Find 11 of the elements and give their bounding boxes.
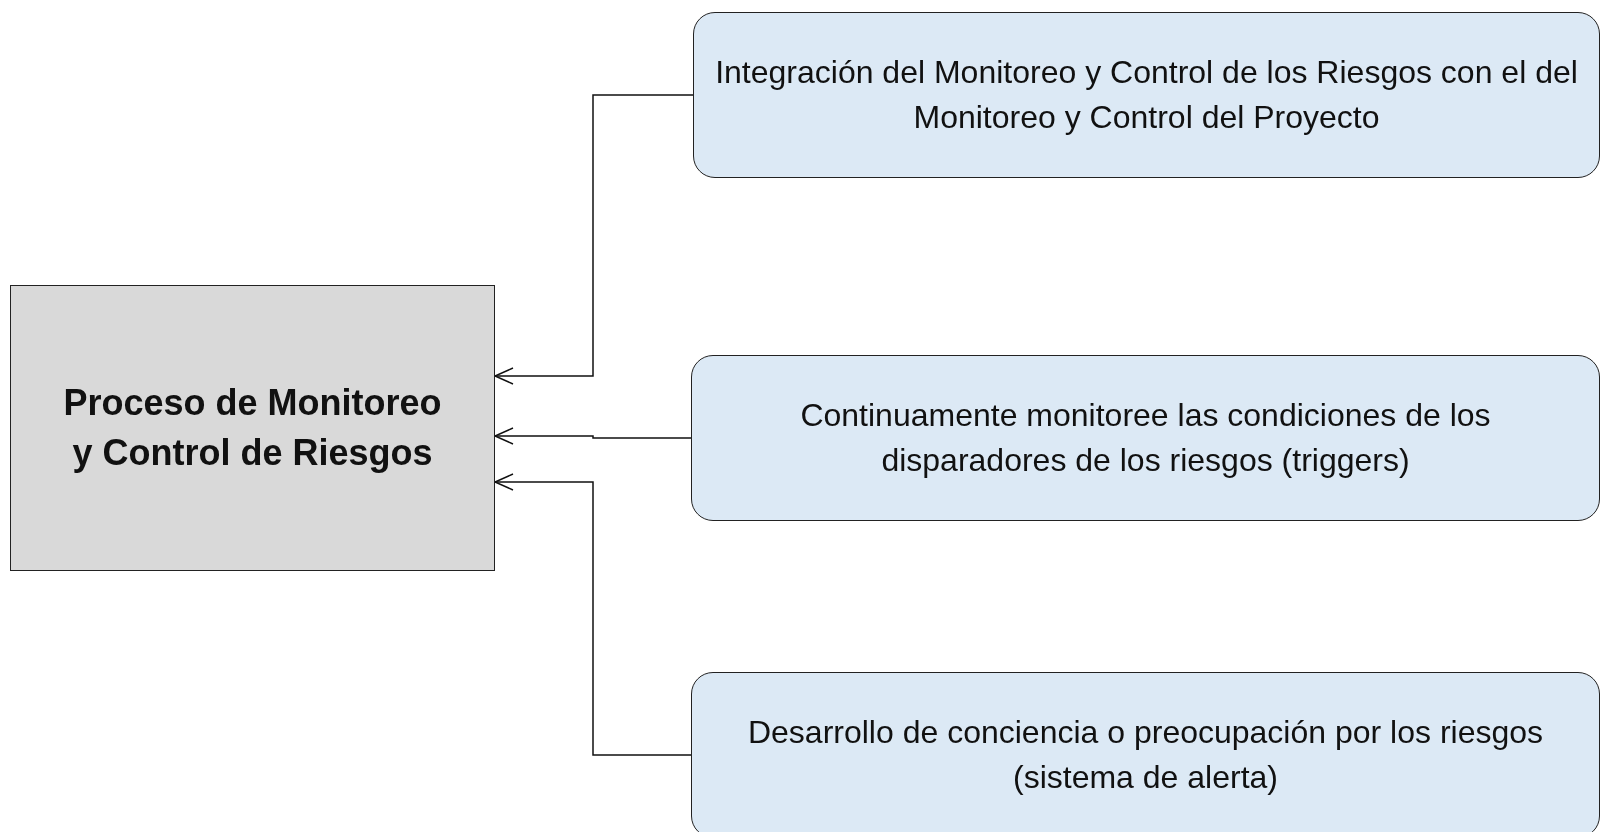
rounded-box (693, 12, 1600, 178)
rounded-box (691, 355, 1600, 521)
box-label: Proceso de Monitoreo y Control de Riesgos (62, 380, 443, 475)
arrow (494, 94, 694, 385)
arrow (494, 427, 692, 445)
box-label: Integración del Monitoreo y Control de los Riesgos con el del Monitoreo y Control del Proyecto (714, 53, 1579, 137)
rounded-box (691, 672, 1600, 832)
box-label: Desarrollo de conciencia o preocupación por los riesgos (sistema de alerta) (746, 713, 1545, 797)
process-box (10, 285, 495, 571)
arrow (494, 473, 692, 756)
box-label: Continuamente monitoree las condiciones de los disparadores de los riesgos (triggers) (799, 396, 1492, 480)
